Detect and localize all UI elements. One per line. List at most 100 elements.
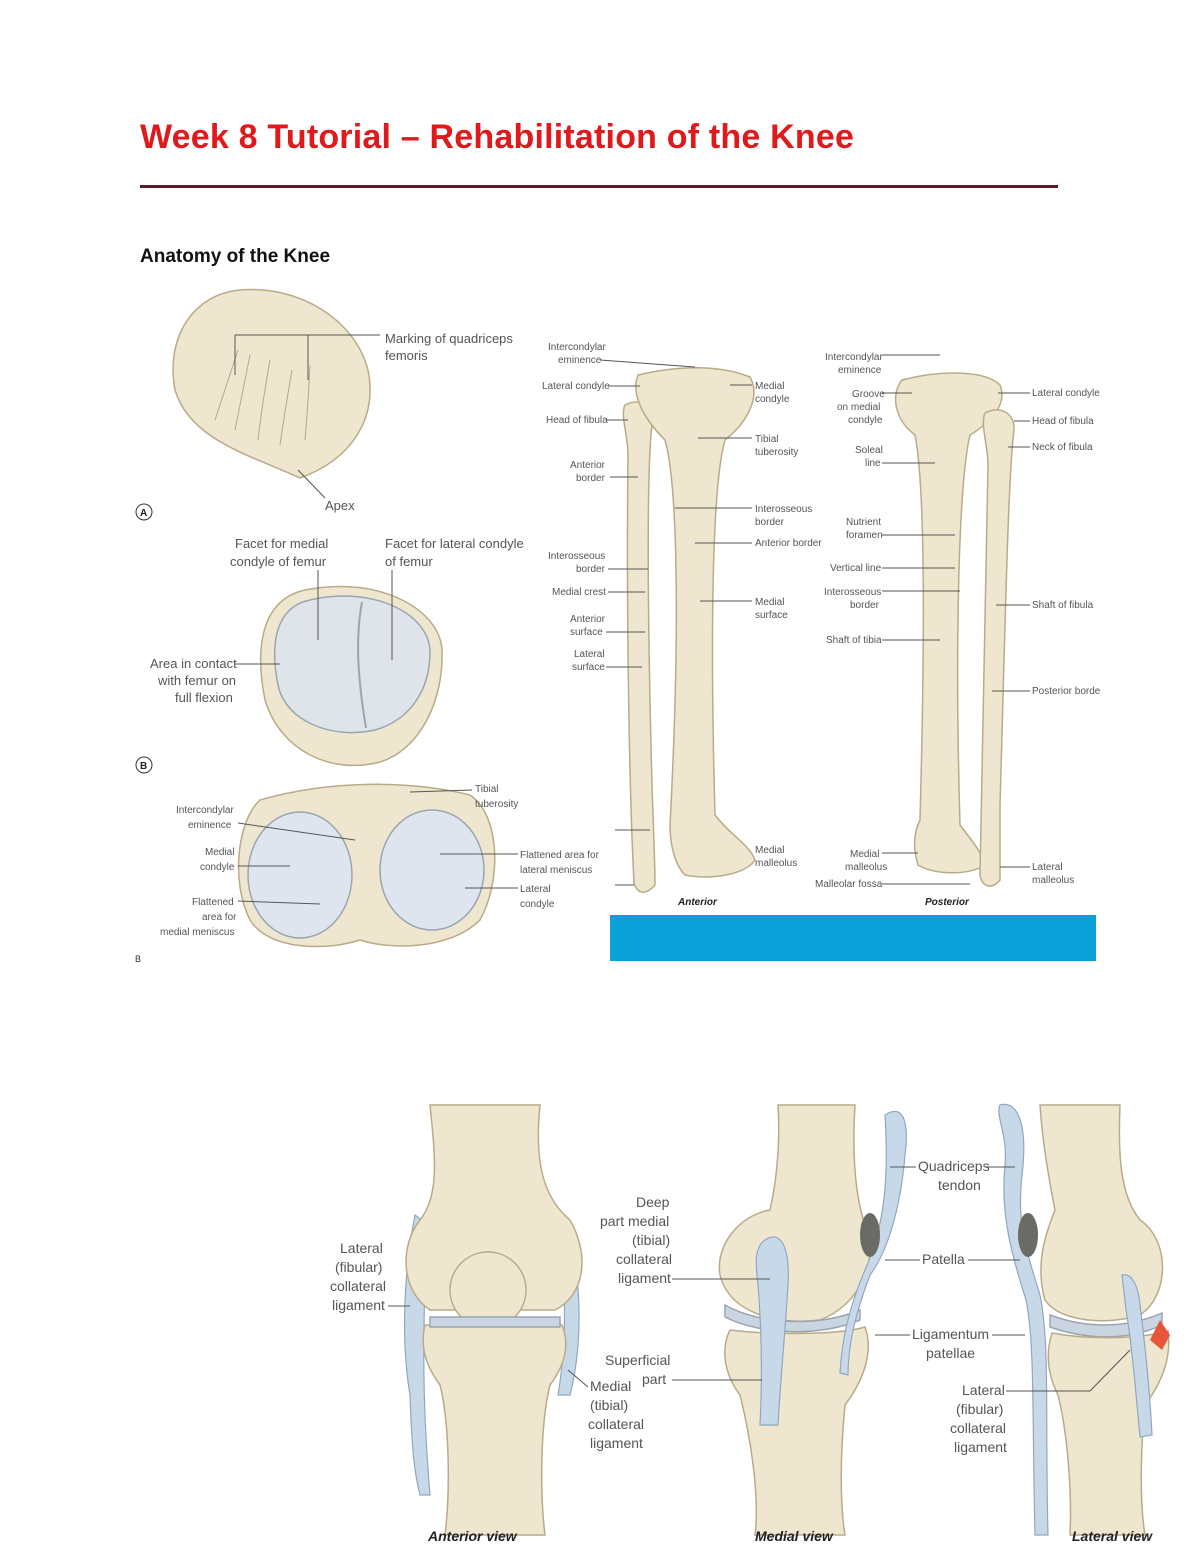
panel-b: B xyxy=(140,761,147,772)
caption-posterior: Posterior xyxy=(925,897,970,908)
fibula-posterior xyxy=(979,409,1015,887)
label-lig-pat-1: Ligamentum xyxy=(912,1326,989,1342)
label-contact-2: with femur on xyxy=(157,673,236,688)
label-ant-lateral-surface-1: Lateral xyxy=(574,649,605,660)
label-marking-2: femoris xyxy=(385,348,428,363)
anterior-lcl-label: Lateral (fibular) collateral ligament xyxy=(330,1240,410,1313)
label-post-lateral-condyle: Lateral condyle xyxy=(1032,388,1100,399)
label-post-groove-3: condyle xyxy=(848,415,883,426)
label-post-groove-1: Groove xyxy=(852,389,885,400)
label-intercondylar-1: Intercondylar xyxy=(176,805,234,816)
posterior-right-labels: Lateral condyle Head of fibula Neck of f… xyxy=(992,388,1100,886)
label-post-nutrient-1: Nutrient xyxy=(846,517,881,528)
label-ant-interosseous-r-1: Interosseous xyxy=(755,504,812,515)
section-heading: Anatomy of the Knee xyxy=(140,246,331,267)
blue-banner xyxy=(610,915,1096,961)
label-ant-interosseous-2: border xyxy=(576,564,606,575)
caption-anterior: Anterior xyxy=(677,897,718,908)
label-post-intercondylar-2: eminence xyxy=(838,365,882,376)
caption-medial-view: Medial view xyxy=(755,1528,834,1544)
label-post-neck-fibula: Neck of fibula xyxy=(1032,442,1093,453)
label-ant-anterior-surface-1: Anterior xyxy=(570,614,606,625)
label-lcl-2: (fibular) xyxy=(335,1259,382,1275)
label-ant-intercondylar-1: Intercondylar xyxy=(548,342,606,353)
label-lcl-lat-1: Lateral xyxy=(962,1382,1005,1398)
label-post-medial-malleolus-1: Medial xyxy=(850,849,879,860)
panel-a: A xyxy=(140,508,147,519)
caption-anterior-view: Anterior view xyxy=(427,1528,518,1544)
label-post-vertical-line: Vertical line xyxy=(830,563,882,574)
label-ant-lateral-surface-2: surface xyxy=(572,662,605,673)
label-facet-lateral-1: Facet for lateral condyle xyxy=(385,536,524,551)
label-facet-medial-1: Facet for medial xyxy=(235,536,328,551)
label-post-interosseous-1: Interosseous xyxy=(824,587,881,598)
label-post-medial-malleolus-2: malleolus xyxy=(845,862,887,873)
label-post-malleolar-fossa: Malleolar fossa xyxy=(815,879,883,890)
label-quad-1: Quadriceps xyxy=(918,1158,990,1174)
label-deep-2: part medial xyxy=(600,1213,669,1229)
label-mcl-3: collateral xyxy=(588,1416,644,1432)
label-ant-interosseous-r-2: border xyxy=(755,517,785,528)
label-medial-condyle-1: Medial xyxy=(205,847,234,858)
label-ant-head-fibula: Head of fibula xyxy=(546,415,608,426)
label-ant-anterior-border-r: Anterior border xyxy=(755,538,822,549)
title-divider xyxy=(140,185,1058,188)
label-ant-anterior-border-1: Anterior xyxy=(570,460,606,471)
panel-c: B xyxy=(135,954,141,964)
label-tibial-tub-2: tuberosity xyxy=(475,799,518,810)
label-tibial-tub-1: Tibial xyxy=(475,784,499,795)
label-superficial-2: part xyxy=(642,1371,666,1387)
lateral-labels: Quadriceps tendon Patella Ligamentum pat… xyxy=(875,1158,1131,1455)
label-ant-medial-condyle-2: condyle xyxy=(755,394,790,405)
label-lateral-condyle-2: condyle xyxy=(520,899,555,910)
label-mcl-2: (tibial) xyxy=(590,1397,628,1413)
patella-anterior xyxy=(172,288,371,479)
label-ant-medial-condyle-1: Medial xyxy=(755,381,784,392)
label-mcl-4: ligament xyxy=(590,1435,643,1451)
label-post-groove-2: on medial xyxy=(837,402,880,413)
label-lcl-lat-2: (fibular) xyxy=(956,1401,1003,1417)
label-ant-medial-malleolus-2: malleolus xyxy=(755,858,797,869)
label-lateral-condyle-1: Lateral xyxy=(520,884,551,895)
medial-knee xyxy=(718,1104,907,1536)
label-ant-medial-crest: Medial crest xyxy=(552,587,606,598)
label-facet-medial-2: condyle of femur xyxy=(230,554,327,569)
label-deep-5: ligament xyxy=(618,1270,671,1286)
label-ant-anterior-surface-2: surface xyxy=(570,627,603,638)
knee-ligaments-figure: Lateral (fibular) collateral ligament Me… xyxy=(330,1103,1170,1544)
lateral-knee xyxy=(998,1103,1170,1536)
label-deep-4: collateral xyxy=(616,1251,672,1267)
label-lig-pat-2: patellae xyxy=(926,1345,975,1361)
tibia-anterior xyxy=(635,366,756,878)
label-post-posterior-border: Posterior border xyxy=(1032,686,1100,697)
label-ant-intercondylar-2: eminence xyxy=(558,355,602,366)
label-post-interosseous-2: border xyxy=(850,600,880,611)
label-lcl-4: ligament xyxy=(332,1297,385,1313)
caption-lateral-view: Lateral view xyxy=(1072,1528,1153,1544)
label-deep-1: Deep xyxy=(636,1194,670,1210)
label-post-soleal-2: line xyxy=(865,458,881,469)
label-ant-medial-surface-1: Medial xyxy=(755,597,784,608)
fibula-anterior xyxy=(622,401,656,893)
label-post-lateral-malleolus-2: malleolus xyxy=(1032,875,1074,886)
anterior-right-labels: Medial condyle Tibial tuberosity Interos… xyxy=(675,381,822,869)
label-ant-anterior-border-2: border xyxy=(576,473,606,484)
label-facet-lateral-2: of femur xyxy=(385,554,433,569)
label-lcl-lat-3: collateral xyxy=(950,1420,1006,1436)
label-patella: Patella xyxy=(922,1251,965,1267)
posterior-left-labels: Intercondylar eminence Groove on medial … xyxy=(815,352,970,890)
label-mcl-1: Medial xyxy=(590,1378,631,1394)
label-contact-1: Area in contact xyxy=(150,656,237,671)
anterior-mcl-label: Medial (tibial) collateral ligament xyxy=(567,1369,644,1451)
label-post-lateral-malleolus-1: Lateral xyxy=(1032,862,1063,873)
label-post-nutrient-2: foramen xyxy=(846,530,883,541)
label-lcl-lat-4: ligament xyxy=(954,1439,1007,1455)
label-post-shaft-fibula: Shaft of fibula xyxy=(1032,600,1094,611)
label-flat-lateral-1: Flattened area for xyxy=(520,850,600,861)
anterior-knee xyxy=(403,1104,583,1536)
label-flat-lateral-2: lateral meniscus xyxy=(520,865,592,876)
label-quad-2: tendon xyxy=(938,1177,981,1193)
label-medial-condyle-2: condyle xyxy=(200,862,235,873)
label-apex: Apex xyxy=(325,498,355,513)
label-ant-lateral-condyle: Lateral condyle xyxy=(542,381,610,392)
